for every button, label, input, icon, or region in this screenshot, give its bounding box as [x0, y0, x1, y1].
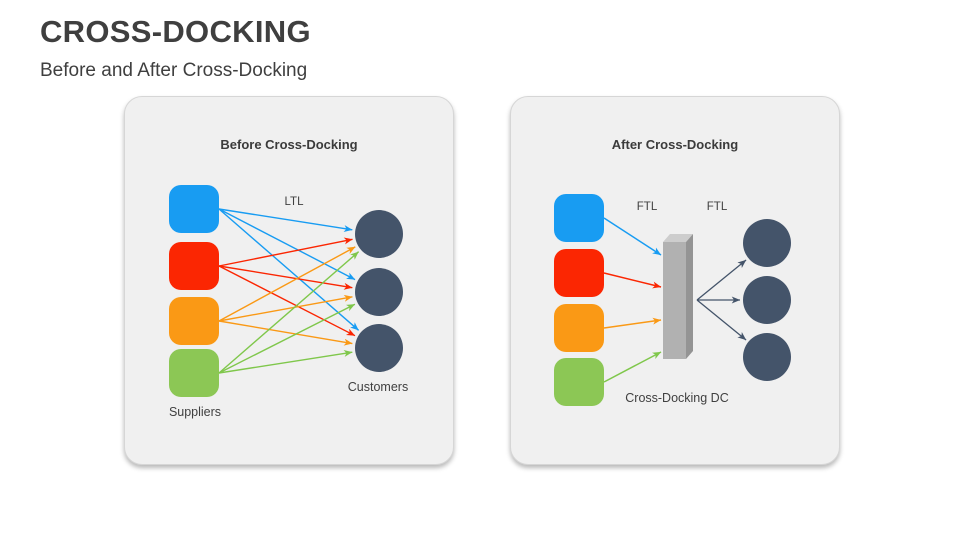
- flow-arrow-blue: [603, 217, 662, 256]
- ftl-outbound-label: FTL: [706, 201, 728, 213]
- supplier-node-green: [169, 349, 219, 397]
- flow-arrow-green: [218, 303, 356, 374]
- flow-arrow-red: [603, 272, 662, 289]
- ftl-inbound-label: FTL: [636, 201, 658, 213]
- before-cross-docking-panel: Before Cross-Docking LTL Suppliers Custo…: [124, 96, 454, 465]
- cross-docking-dc-label: Cross-Docking DC: [625, 391, 729, 405]
- dc-bar: [663, 242, 686, 359]
- customers-label: Customers: [347, 380, 409, 394]
- supplier-node-red: [554, 249, 604, 297]
- flow-arrow-green: [218, 251, 360, 374]
- flow-arrow-blue: [218, 208, 356, 281]
- flow-arrow-orange: [218, 320, 353, 346]
- customer-node: [355, 210, 403, 258]
- after-panel-title: After Cross-Docking: [611, 137, 739, 152]
- slide-subtitle: Before and After Cross-Docking: [40, 60, 308, 81]
- supplier-node-red: [169, 242, 219, 290]
- after-diagram: [554, 194, 791, 406]
- supplier-node-blue: [169, 185, 219, 233]
- suppliers-label: Suppliers: [168, 405, 222, 419]
- supplier-node-blue: [554, 194, 604, 242]
- flow-arrow-blue: [218, 208, 360, 331]
- flow-arrow-orange: [218, 246, 356, 322]
- dc-bar-top: [663, 234, 693, 242]
- flow-arrow-dark: [696, 299, 747, 341]
- flow-arrow-green: [218, 349, 353, 374]
- customer-node: [743, 333, 791, 381]
- flow-arrow-red: [218, 237, 353, 267]
- flow-arrow-red: [218, 265, 356, 337]
- flow-arrow-blue: [218, 208, 353, 233]
- customer-node: [355, 324, 403, 372]
- ltl-label: LTL: [284, 196, 304, 208]
- flow-arrow-orange: [603, 317, 662, 329]
- customer-node: [743, 219, 791, 267]
- flow-arrow-red: [218, 265, 353, 290]
- flow-arrow-orange: [218, 294, 353, 322]
- supplier-node-orange: [169, 297, 219, 345]
- before-diagram: [169, 185, 403, 397]
- slide-title: CROSS-DOCKING: [40, 14, 311, 49]
- flow-arrow-dark: [696, 259, 747, 301]
- flow-arrow-green: [603, 351, 662, 383]
- dc-bar-side: [686, 234, 693, 359]
- after-cross-docking-panel: After Cross-Docking FTL FTL Cross-Dockin…: [510, 96, 840, 465]
- supplier-node-green: [554, 358, 604, 406]
- supplier-node-orange: [554, 304, 604, 352]
- customer-node: [355, 268, 403, 316]
- before-panel-title: Before Cross-Docking: [220, 137, 358, 152]
- customer-node: [743, 276, 791, 324]
